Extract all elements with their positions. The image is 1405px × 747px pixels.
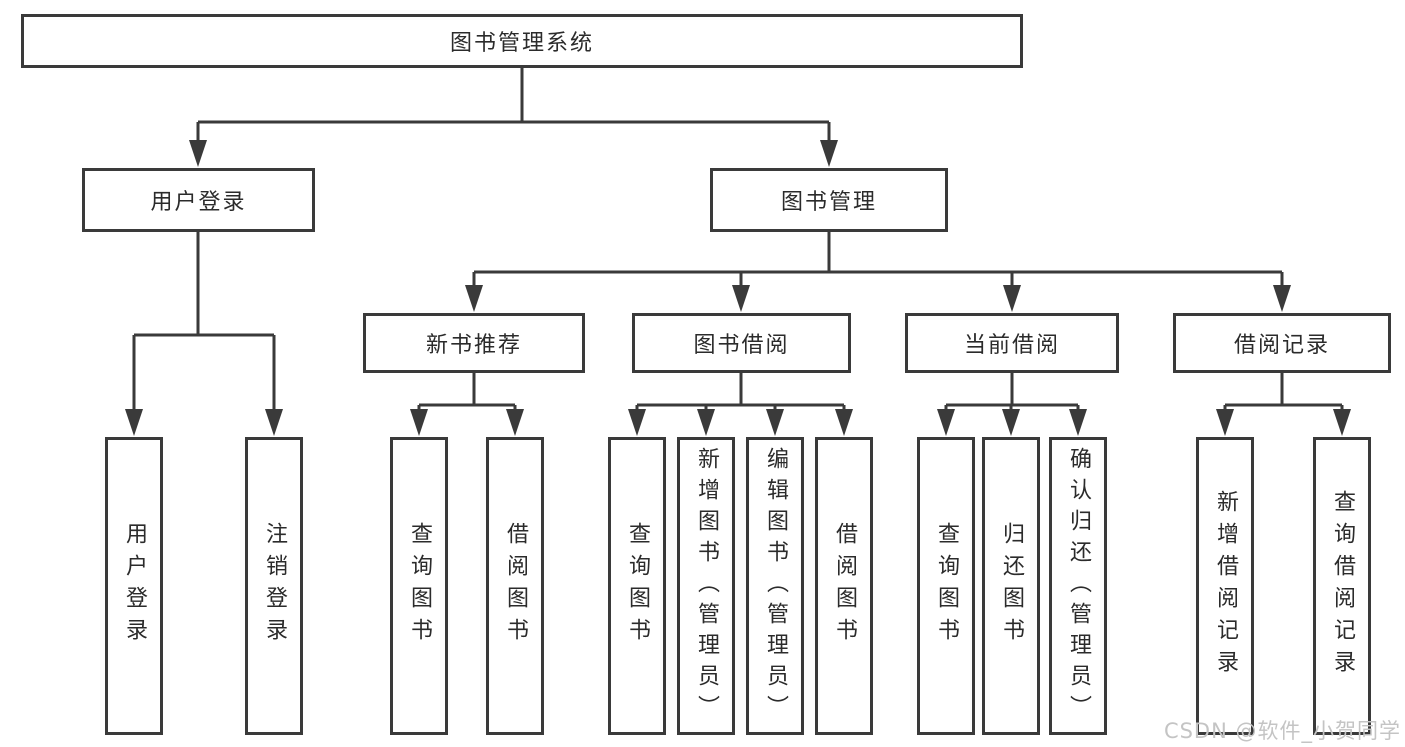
- leaf-borrow-books-1: 借阅图书: [486, 437, 544, 735]
- node-book-management: 图书管理: [710, 168, 948, 232]
- leaf-query-books-2: 查询图书: [608, 437, 666, 735]
- leaf-add-borrow-record: 新增借阅记录: [1196, 437, 1254, 735]
- leaf-query-books-1: 查询图书: [390, 437, 448, 735]
- leaf-label: 确认归还（管理员）: [1066, 446, 1091, 726]
- leaf-borrow-books-2: 借阅图书: [815, 437, 873, 735]
- leaf-label: 编辑图书（管理员）: [763, 446, 788, 726]
- leaf-label: 新增图书（管理员）: [694, 446, 719, 726]
- node-borrow-records: 借阅记录: [1173, 313, 1391, 373]
- node-label: 用户登录: [150, 190, 247, 215]
- leaf-confirm-return-admin: 确认归还（管理员）: [1049, 437, 1107, 735]
- leaf-query-books-3: 查询图书: [917, 437, 975, 735]
- node-label: 图书管理: [780, 190, 877, 215]
- csdn-watermark: CSDN @软件_小贺同学: [1163, 719, 1401, 743]
- leaf-label: 查询借阅记录: [1330, 490, 1355, 682]
- node-label: 图书借阅: [693, 333, 790, 358]
- node-root-label: 图书管理系统: [449, 31, 594, 56]
- leaf-label: 归还图书: [999, 522, 1024, 650]
- leaf-label: 用户登录: [122, 522, 147, 650]
- node-label: 新书推荐: [425, 333, 522, 358]
- node-user-login: 用户登录: [82, 168, 315, 232]
- leaf-label: 查询图书: [934, 522, 959, 650]
- leaf-label: 借阅图书: [503, 522, 528, 650]
- leaf-logout: 注销登录: [245, 437, 303, 735]
- leaf-query-borrow-record: 查询借阅记录: [1313, 437, 1371, 735]
- leaf-label: 查询图书: [407, 522, 432, 650]
- leaf-add-books-admin: 新增图书（管理员）: [677, 437, 735, 735]
- leaf-edit-books-admin: 编辑图书（管理员）: [746, 437, 804, 735]
- node-book-borrow: 图书借阅: [632, 313, 851, 373]
- node-root: 图书管理系统: [21, 14, 1023, 68]
- leaf-label: 新增借阅记录: [1213, 490, 1238, 682]
- node-new-book-recommend: 新书推荐: [363, 313, 585, 373]
- leaf-user-login: 用户登录: [105, 437, 163, 735]
- arrowheads: [125, 140, 1351, 436]
- node-current-borrow: 当前借阅: [905, 313, 1119, 373]
- leaf-label: 借阅图书: [832, 522, 857, 650]
- leaf-label: 注销登录: [262, 522, 287, 650]
- leaf-label: 查询图书: [625, 522, 650, 650]
- node-label: 当前借阅: [963, 333, 1060, 358]
- node-label: 借阅记录: [1233, 333, 1330, 358]
- leaf-return-books: 归还图书: [982, 437, 1040, 735]
